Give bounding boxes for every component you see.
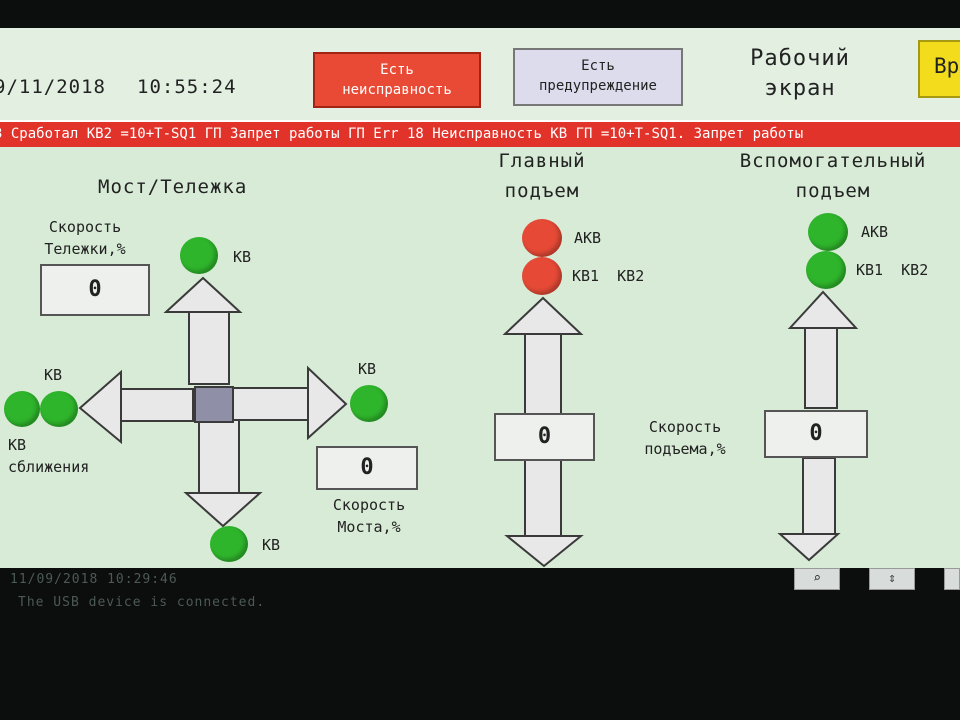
bridge-panel-title: Мост/Тележка	[98, 176, 248, 198]
hoist-speed-label: Скорость подъема,%	[628, 416, 742, 460]
warning-button-line2: предупреждение	[538, 78, 657, 94]
aux-hoist-title: Вспомогательный подъем	[708, 146, 958, 206]
arrow-down-shaft	[198, 419, 240, 494]
main-hoist-title: Главный подъем	[478, 146, 606, 206]
current-date: 9/11/2018	[0, 76, 106, 98]
aux-hoist-down-shaft	[802, 457, 836, 535]
alarm-ticker: 3 Сработал КВ2 =10+Т-SQ1 ГП Запрет работ…	[0, 120, 960, 147]
trolley-limit-down-label: КВ	[262, 536, 281, 554]
trolley-speed-label-line2: Тележки,%	[44, 240, 126, 258]
bridge-speed-label-line1: Скорость	[332, 496, 406, 514]
main-hoist-up-shaft	[524, 333, 562, 415]
center-block	[194, 386, 234, 423]
trolley-speed-value: 0	[40, 264, 150, 316]
right-nav-button[interactable]: Вр	[918, 40, 960, 98]
main-hoist-akb-lamp	[522, 219, 562, 257]
approach-label: КВ сближения	[8, 434, 89, 478]
arrow-right-shaft	[232, 387, 309, 421]
trolley-limit-down-lamp	[210, 526, 248, 562]
zoom-button[interactable]: ⌕	[794, 568, 840, 590]
aux-hoist-kb-lamp	[806, 251, 846, 289]
main-hoist-title-line2: подъем	[504, 180, 580, 202]
main-hoist-down-shaft	[524, 459, 562, 537]
message-text: The USB device is connected.	[18, 595, 266, 610]
fault-button-line1: Есть	[380, 62, 414, 78]
aux-hoist-akb-lamp	[808, 213, 848, 251]
main-hoist-akb-label: АКВ	[574, 229, 602, 247]
trolley-speed-label: Скорость Тележки,%	[30, 216, 140, 260]
approach-lamp-1	[4, 391, 40, 427]
bridge-limit-right-label: КВ	[358, 360, 377, 378]
bridge-limit-left-label: КВ	[44, 366, 63, 384]
warning-button[interactable]: Есть предупреждение	[513, 48, 683, 106]
main-hoist-up-shape	[502, 296, 584, 335]
aux-hoist-down-shape	[777, 533, 841, 562]
approach-lamp-2	[40, 391, 78, 427]
hoist-speed-label-line1: Скорость	[648, 418, 722, 436]
alarm-ticker-text: 3 Сработал КВ2 =10+Т-SQ1 ГП Запрет работ…	[0, 126, 804, 142]
fault-button-line2: неисправность	[342, 82, 452, 98]
current-time: 10:55:24	[137, 76, 237, 98]
fault-button[interactable]: Есть неисправность	[313, 52, 481, 108]
main-hoist-down-shape	[504, 535, 584, 568]
bridge-limit-right-lamp	[350, 385, 388, 422]
screen-title-line2: экран	[764, 76, 836, 101]
aux-hoist-title-line1: Вспомогательный	[739, 150, 927, 172]
main-hoist-kb-lamp	[522, 257, 562, 295]
arrow-up-shaft	[188, 311, 230, 385]
approach-label-line1: КВ	[8, 436, 27, 454]
bridge-speed-label-line2: Моста,%	[337, 518, 401, 536]
arrow-right-shape	[307, 365, 348, 441]
arrow-down-shape	[183, 492, 263, 528]
arrow-left-shape	[78, 369, 122, 445]
hoist-speed-label-line2: подъема,%	[644, 440, 726, 458]
aux-hoist-akb-label: АКВ	[861, 223, 889, 241]
main-hoist-speed-value: 0	[494, 413, 595, 461]
main-hoist-title-line1: Главный	[498, 150, 586, 172]
warning-button-line1: Есть	[581, 58, 615, 74]
screen-title: Рабочий экран	[735, 44, 865, 104]
aux-hoist-title-line2: подъем	[795, 180, 871, 202]
arrow-left-shaft	[120, 388, 194, 422]
bridge-speed-value: 0	[316, 446, 418, 490]
direction-arrows	[78, 276, 859, 568]
trolley-limit-up-lamp	[180, 237, 218, 274]
top-bar: 9/11/2018 10:55:24 Есть неисправность Ес…	[0, 28, 960, 124]
approach-label-line2: сближения	[8, 458, 90, 476]
menu-button[interactable]	[944, 568, 960, 590]
main-hoist-kb-label: КВ1 КВ2	[572, 267, 645, 285]
aux-hoist-up-shape	[787, 290, 859, 329]
aux-hoist-speed-value: 0	[764, 410, 868, 458]
scroll-button[interactable]: ⇕	[869, 568, 915, 590]
bridge-speed-label: Скорость Моста,%	[316, 494, 422, 538]
screen-title-line1: Рабочий	[750, 46, 850, 71]
zoom-icon: ⌕	[813, 571, 821, 586]
arrow-up-shape	[163, 276, 243, 313]
scroll-icon: ⇕	[888, 571, 896, 586]
message-timestamp: 11/09/2018 10:29:46	[10, 572, 178, 587]
trolley-speed-label-line1: Скорость	[48, 218, 122, 236]
aux-hoist-kb-label: КВ1 КВ2	[856, 261, 929, 279]
aux-hoist-up-shaft	[804, 327, 838, 409]
trolley-limit-up-label: КВ	[233, 248, 252, 266]
hmi-screen: 9/11/2018 10:55:24 Есть неисправность Ес…	[0, 28, 960, 568]
